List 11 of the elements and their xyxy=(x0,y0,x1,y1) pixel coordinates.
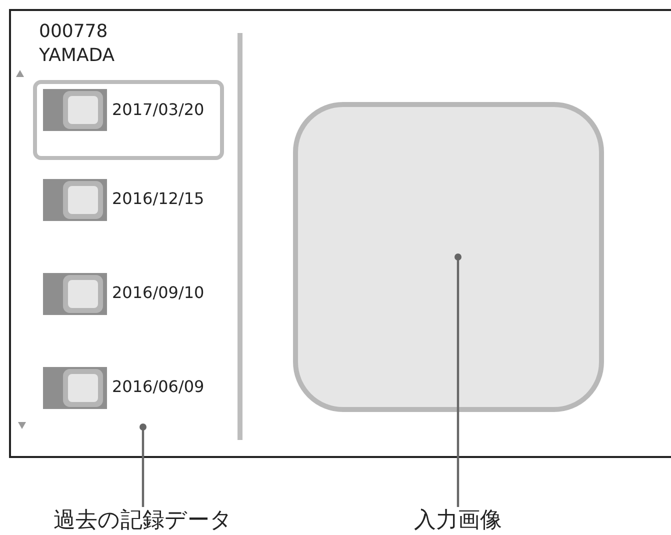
callout-label: 入力画像 xyxy=(398,505,518,535)
record-date: 2016/09/10 xyxy=(112,283,204,302)
record-date: 2017/03/20 xyxy=(112,100,204,119)
input-image-frame xyxy=(293,102,604,412)
record-date: 2016/06/09 xyxy=(112,377,204,396)
leader-line xyxy=(454,254,462,507)
callout-label: 過去の記録データ xyxy=(43,505,243,535)
leader-line xyxy=(140,424,146,507)
record-date: 2016/12/15 xyxy=(112,189,204,208)
id-number: 000778 xyxy=(39,21,108,42)
patient-name: YAMADA xyxy=(39,45,115,66)
